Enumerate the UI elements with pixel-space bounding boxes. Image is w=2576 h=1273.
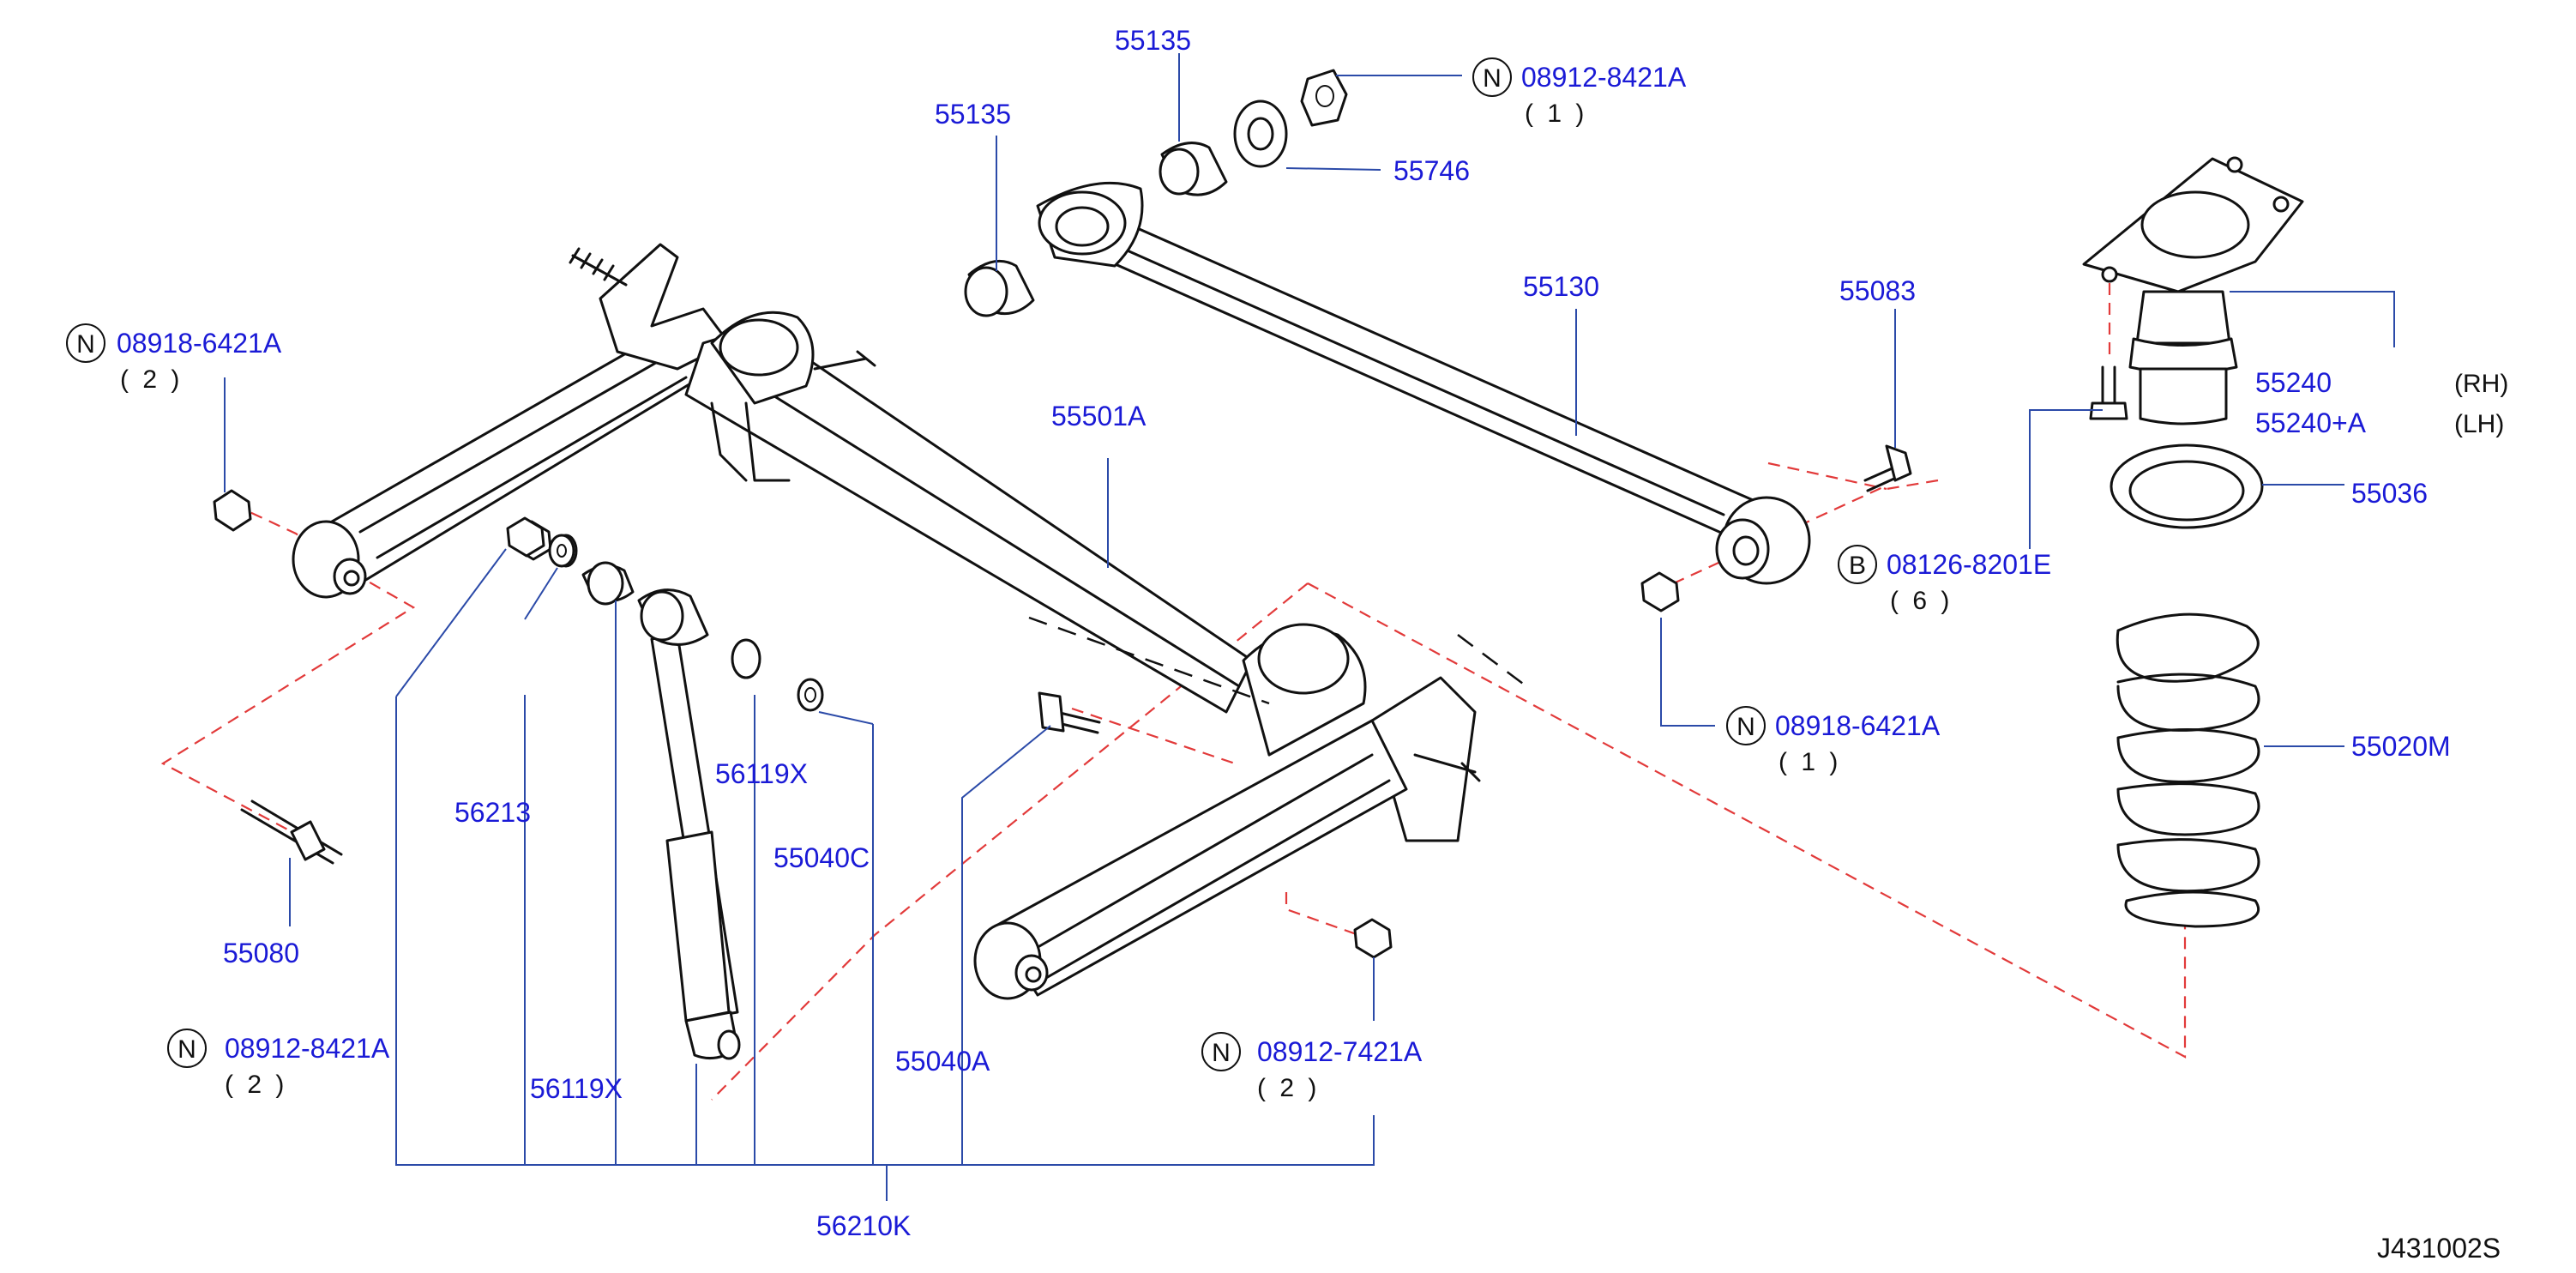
- side-label-lh: (LH): [2454, 410, 2504, 438]
- leader-lines: [224, 53, 2395, 1201]
- part-label-56119X-upper: 56119X: [715, 758, 808, 789]
- quantity-label: ( 2 ): [1257, 1074, 1320, 1102]
- diagram-code: J431002S: [2377, 1233, 2501, 1264]
- quantity-label: ( 6 ): [1890, 587, 1953, 615]
- marker-n: N: [76, 330, 95, 359]
- part-label-55080: 55080: [223, 938, 299, 968]
- part-label-55036: 55036: [2351, 478, 2428, 509]
- part-label-55240: 55240: [2255, 367, 2332, 398]
- part-label-08912-7421A: 08912-7421A: [1257, 1036, 1423, 1067]
- panhard-rod-55130-drawing: [964, 69, 1811, 585]
- part-label-56119X-lower: 56119X: [530, 1073, 623, 1104]
- part-label-55746: 55746: [1393, 155, 1470, 186]
- part-label-08918-6421A-right: 08918-6421A: [1775, 710, 1941, 741]
- part-label-08912-8421A-top: 08912-8421A: [1521, 62, 1687, 93]
- marker-n: N: [178, 1035, 196, 1064]
- part-label-55135-top: 55135: [1115, 25, 1191, 56]
- part-label-08912-8421A-bottom: 08912-8421A: [225, 1033, 390, 1064]
- part-label-08918-6421A-left: 08918-6421A: [117, 328, 282, 359]
- part-label-55130: 55130: [1523, 271, 1599, 302]
- part-label-56210K: 56210K: [816, 1210, 911, 1241]
- quantity-label: ( 1 ): [1779, 748, 1841, 776]
- part-label-56213: 56213: [454, 797, 531, 828]
- quantity-label: ( 1 ): [1525, 100, 1587, 128]
- quantity-label: ( 2 ): [120, 365, 183, 394]
- marker-circles: N N B N N N: [66, 57, 1877, 1071]
- part-label-55501A: 55501A: [1051, 401, 1147, 431]
- part-label-08126-8201E: 08126-8201E: [1887, 549, 2051, 580]
- part-label-55135-left: 55135: [935, 99, 1011, 130]
- part-label-55083: 55083: [1839, 275, 1916, 306]
- marker-n: N: [1483, 64, 1502, 93]
- part-labels: 55135 55135 08912-8421A ( 1 ) 55746 5513…: [117, 25, 2508, 1264]
- marker-n: N: [1212, 1039, 1231, 1067]
- part-label-55020M: 55020M: [2351, 731, 2451, 762]
- marker-b: B: [1849, 552, 1866, 580]
- part-label-55040C: 55040C: [773, 842, 870, 873]
- axle-beam-55501A-drawing: [292, 243, 1527, 1000]
- part-label-55040A: 55040A: [895, 1046, 990, 1077]
- quantity-label: ( 2 ): [225, 1071, 287, 1099]
- side-label-rh: (RH): [2454, 370, 2508, 398]
- shock-absorber-56210K-drawing: [506, 516, 761, 1060]
- spring-and-mount-drawing: [2082, 156, 2304, 928]
- marker-n: N: [1736, 713, 1755, 741]
- part-label-55240A: 55240+A: [2255, 407, 2367, 438]
- assembly-guide-lines: [160, 283, 2187, 1101]
